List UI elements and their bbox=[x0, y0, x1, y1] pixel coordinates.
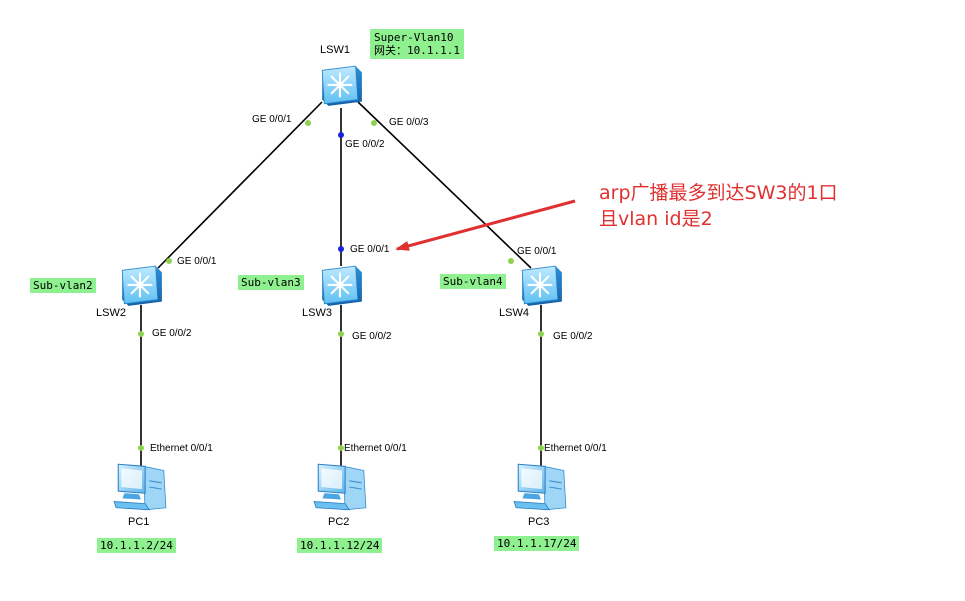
port-dot-pc1 bbox=[138, 445, 144, 451]
sub-vlan2-tag: Sub-vlan2 bbox=[30, 278, 96, 293]
switch-icon bbox=[318, 264, 364, 308]
port-label-lsw1-g1: GE 0/0/1 bbox=[252, 114, 292, 125]
pc-icon bbox=[312, 460, 370, 512]
switch-lsw2[interactable] bbox=[118, 264, 164, 308]
port-label-lsw2-g2: GE 0/0/2 bbox=[152, 328, 192, 339]
annotation-line2: 且vlan id是2 bbox=[599, 208, 713, 230]
port-label-lsw4-g1: GE 0/0/1 bbox=[517, 246, 557, 257]
super-vlan-gateway: 网关：10.1.1.1 bbox=[374, 44, 460, 57]
port-label-pc1: Ethernet 0/0/1 bbox=[150, 443, 213, 454]
port-dot-lsw3-g2 bbox=[338, 331, 344, 337]
port-label-pc3: Ethernet 0/0/1 bbox=[544, 443, 607, 454]
sub-vlan4-tag: Sub-vlan4 bbox=[440, 274, 506, 289]
port-label-lsw2-g1: GE 0/0/1 bbox=[177, 256, 217, 267]
switch-icon bbox=[118, 264, 164, 308]
super-vlan-name: Super-Vlan10 bbox=[374, 31, 454, 44]
annotation-text: arp广播最多到达SW3的1口 且vlan id是2 bbox=[599, 180, 838, 232]
port-label-pc2: Ethernet 0/0/1 bbox=[344, 443, 407, 454]
link-lsw1-lsw4 bbox=[357, 101, 532, 269]
annotation-line1: arp广播最多到达SW3的1口 bbox=[599, 182, 838, 204]
switch-lsw1[interactable] bbox=[318, 64, 364, 108]
pc1-ip-tag: 10.1.1.2/24 bbox=[97, 538, 176, 553]
port-label-lsw3-g2: GE 0/0/2 bbox=[352, 331, 392, 342]
link-lsw1-lsw2 bbox=[157, 101, 323, 269]
pc-icon bbox=[112, 460, 170, 512]
pc-pc2[interactable] bbox=[312, 460, 370, 512]
port-label-lsw1-g2: GE 0/0/2 bbox=[345, 139, 385, 150]
port-label-lsw3-g1: GE 0/0/1 bbox=[350, 244, 390, 255]
port-dot-pc2 bbox=[338, 445, 344, 451]
switch-icon bbox=[318, 64, 364, 108]
port-dot-lsw4-g2 bbox=[538, 331, 544, 337]
pc2-ip-tag: 10.1.1.12/24 bbox=[297, 538, 383, 553]
pc-icon bbox=[512, 460, 570, 512]
device-label-lsw4: LSW4 bbox=[499, 307, 529, 319]
device-label-lsw3: LSW3 bbox=[302, 307, 332, 319]
device-label-lsw1: LSW1 bbox=[320, 44, 350, 56]
port-label-lsw1-g3: GE 0/0/3 bbox=[389, 117, 429, 128]
device-label-pc1: PC1 bbox=[128, 516, 150, 528]
super-vlan-tag: Super-Vlan10 网关：10.1.1.1 bbox=[370, 29, 464, 59]
port-dot-lsw3-g1 bbox=[338, 246, 344, 252]
port-dot-lsw2-g2 bbox=[138, 331, 144, 337]
port-dot-lsw1-g3 bbox=[371, 120, 377, 126]
device-label-pc3: PC3 bbox=[528, 516, 550, 528]
port-dot-pc3 bbox=[538, 445, 544, 451]
port-indicators bbox=[138, 120, 544, 451]
switch-lsw3[interactable] bbox=[318, 264, 364, 308]
switch-icon bbox=[518, 264, 564, 308]
port-dot-lsw4-g1 bbox=[508, 258, 514, 264]
pc3-ip-tag: 10.1.1.17/24 bbox=[494, 536, 580, 551]
annotation-arrow bbox=[395, 199, 576, 251]
device-label-pc2: PC2 bbox=[328, 516, 350, 528]
port-dot-lsw2-g1 bbox=[166, 258, 172, 264]
port-label-lsw4-g2: GE 0/0/2 bbox=[553, 331, 593, 342]
port-dot-lsw1-g1 bbox=[305, 120, 311, 126]
sub-vlan3-tag: Sub-vlan3 bbox=[238, 275, 304, 290]
switch-lsw4[interactable] bbox=[518, 264, 564, 308]
port-dot-lsw1-g2 bbox=[338, 132, 344, 138]
red-arrow bbox=[395, 199, 576, 251]
pc-pc3[interactable] bbox=[512, 460, 570, 512]
device-label-lsw2: LSW2 bbox=[96, 307, 126, 319]
pc-pc1[interactable] bbox=[112, 460, 170, 512]
